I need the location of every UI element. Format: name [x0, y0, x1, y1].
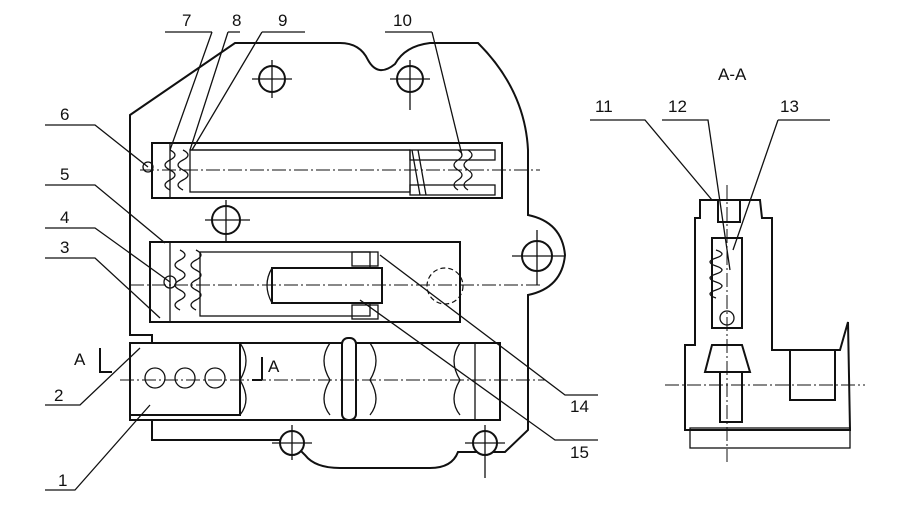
section-letter-left: A: [74, 350, 86, 369]
section-mark-left: A: [74, 348, 112, 373]
callout-9: 9: [278, 11, 287, 30]
callout-13: 13: [780, 97, 799, 116]
middle-piston-assembly: [130, 241, 540, 323]
callout-3: 3: [60, 238, 69, 257]
callout-2: 2: [54, 386, 63, 405]
callout-10: 10: [393, 11, 412, 30]
callout-5: 5: [60, 165, 69, 184]
upper-plunger-assembly: [140, 142, 540, 199]
section-letter-right: A: [268, 357, 280, 376]
section-mark-right: A: [252, 357, 280, 381]
callout-4: 4: [60, 208, 69, 227]
spool: [120, 337, 545, 421]
callout-8: 8: [232, 11, 241, 30]
callout-labels: 7 8 9 10 6 5 4 3 2 1 14 15 11 12 13: [54, 11, 799, 490]
section-title: A-A: [718, 65, 747, 84]
callout-15: 15: [570, 443, 589, 462]
callout-7: 7: [182, 11, 191, 30]
callout-14: 14: [570, 397, 589, 416]
callout-11: 11: [595, 97, 613, 116]
callout-1: 1: [58, 471, 67, 490]
leader-lines: [45, 31, 830, 491]
callout-12: 12: [668, 97, 687, 116]
callout-6: 6: [60, 105, 69, 124]
section-view-aa: A-A: [665, 65, 865, 462]
